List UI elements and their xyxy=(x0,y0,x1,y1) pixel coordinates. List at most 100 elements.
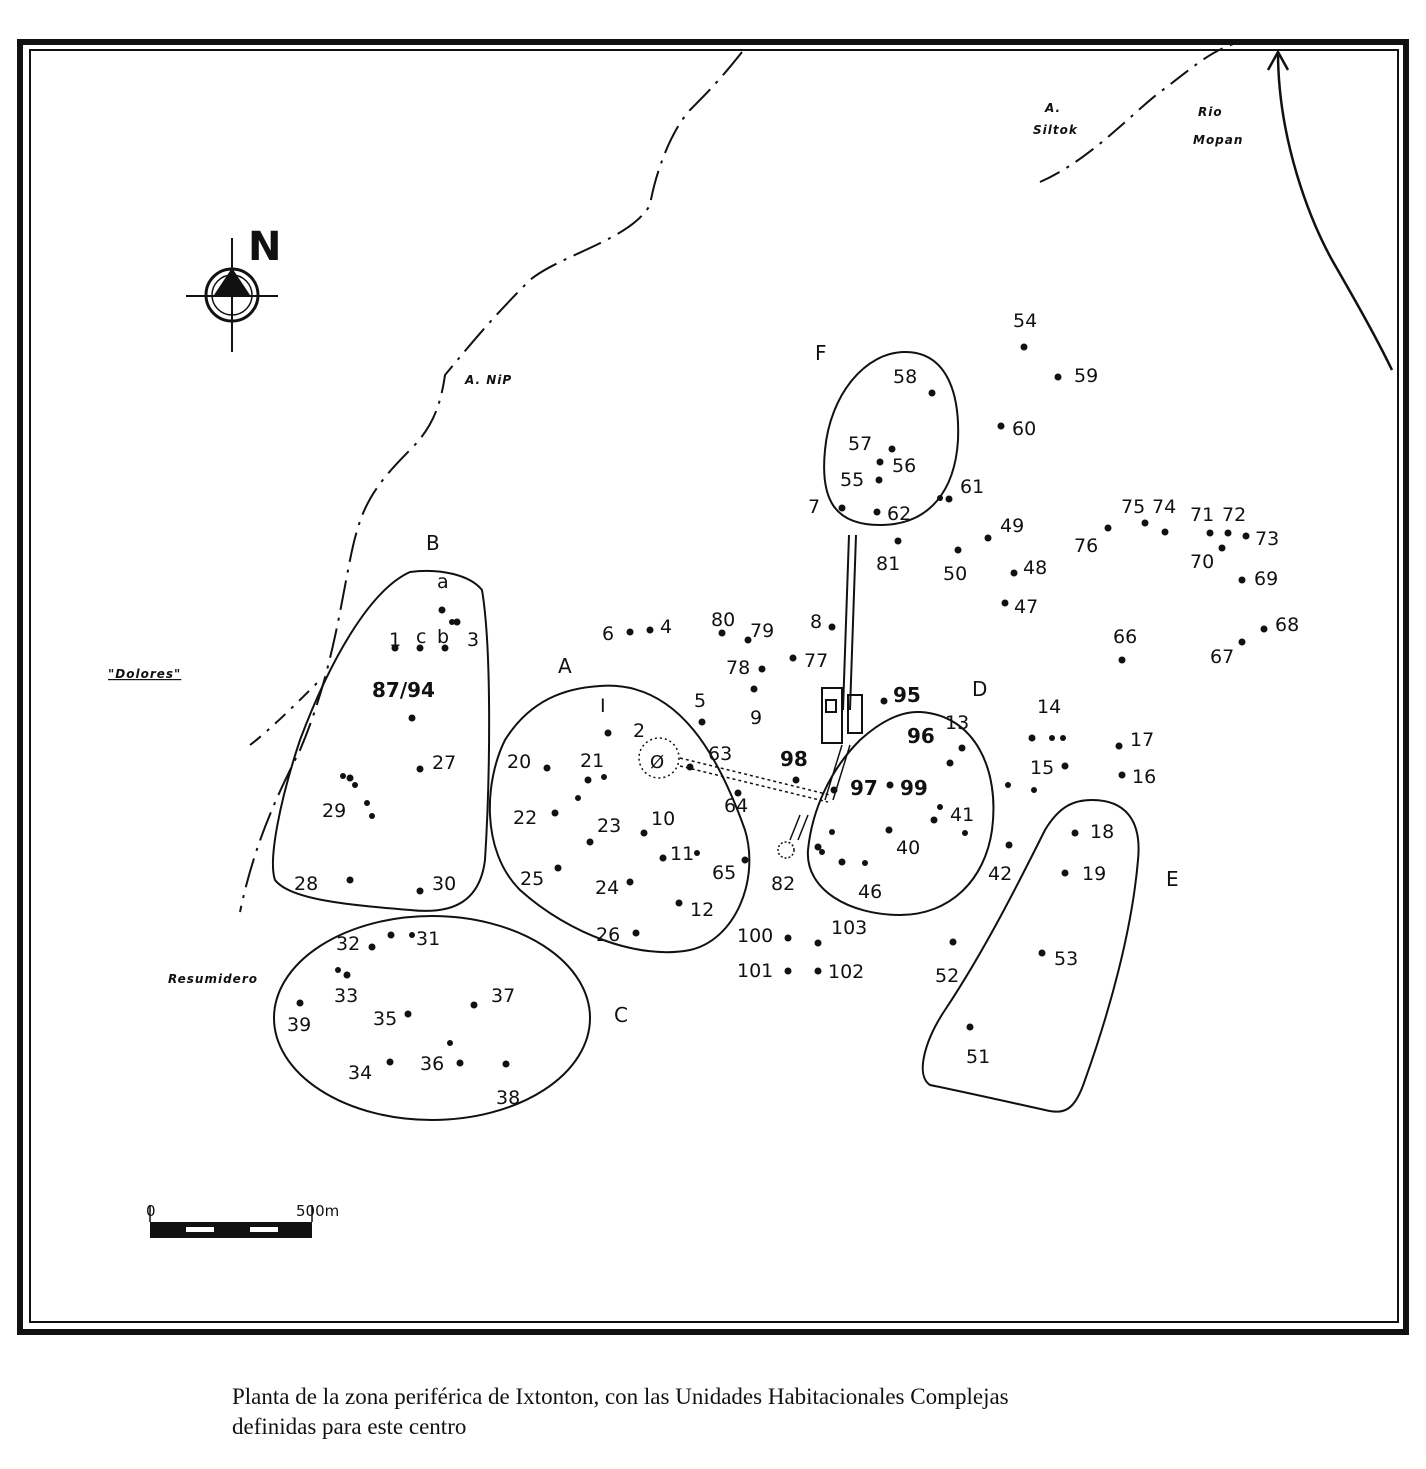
structure-dot xyxy=(601,774,607,780)
site-label-c: c xyxy=(416,626,426,648)
structure-dot xyxy=(937,495,943,501)
site-label-25: 25 xyxy=(520,868,544,890)
structure-dot xyxy=(862,860,868,866)
river-mopan-arrow xyxy=(1266,49,1290,71)
site-marker-22 xyxy=(551,809,559,817)
site-label-b: b xyxy=(437,626,449,648)
site-marker-b xyxy=(416,644,424,652)
caption-line-2: definidas para este centro xyxy=(232,1414,467,1439)
site-label-79: 79 xyxy=(750,620,774,642)
site-marker-59 xyxy=(1054,373,1062,381)
site-label-47: 47 xyxy=(1014,596,1038,618)
site-marker-58 xyxy=(928,389,936,397)
site-label-80: 80 xyxy=(711,609,735,631)
structure-dot xyxy=(829,829,835,835)
label-a-siltok-2: Siltok xyxy=(1033,123,1078,137)
site-marker-5 xyxy=(698,718,706,726)
site-marker-7 xyxy=(838,504,846,512)
site-label-50: 50 xyxy=(943,563,967,585)
zone-letter-f: F xyxy=(815,341,827,365)
site-label-87-94: 87/94 xyxy=(372,678,435,702)
site-marker-30 xyxy=(416,887,424,895)
site-marker-73 xyxy=(1242,532,1250,540)
site-marker-67 xyxy=(1238,638,1246,646)
site-label-55: 55 xyxy=(840,469,864,491)
site-label-100: 100 xyxy=(737,925,773,947)
site-label-97: 97 xyxy=(850,776,878,800)
site-label-75: 75 xyxy=(1121,496,1145,518)
sacbe-north xyxy=(842,534,857,711)
site-marker-55 xyxy=(875,476,883,484)
structure-label-west: Ø xyxy=(650,752,664,773)
site-marker-41 xyxy=(930,816,938,824)
site-marker-74 xyxy=(1161,528,1169,536)
site-marker-62 xyxy=(873,508,881,516)
site-marker-12 xyxy=(675,899,683,907)
structure-dot xyxy=(447,1040,453,1046)
structure-dot xyxy=(364,800,370,806)
site-label-42: 42 xyxy=(988,863,1012,885)
site-marker-98 xyxy=(792,776,800,784)
label-a-siltok-1: A. xyxy=(1044,101,1061,115)
site-label-52: 52 xyxy=(935,965,959,987)
site-marker-1 xyxy=(391,644,399,652)
site-label-14: 14 xyxy=(1037,696,1061,718)
structure-dot xyxy=(369,813,375,819)
site-label-2: 2 xyxy=(633,720,645,742)
structure-dot xyxy=(819,849,825,855)
site-marker-35 xyxy=(404,1010,412,1018)
site-marker-c xyxy=(441,644,449,652)
site-marker-61 xyxy=(945,495,953,503)
structure-dot xyxy=(449,619,455,625)
site-marker-32 xyxy=(368,943,376,951)
site-label-36: 36 xyxy=(420,1053,444,1075)
site-label-82: 82 xyxy=(771,873,795,895)
site-label-64: 64 xyxy=(724,795,748,817)
site-label-34: 34 xyxy=(348,1062,372,1084)
north-label: N xyxy=(248,224,281,270)
site-marker-a xyxy=(438,606,446,614)
site-marker-53 xyxy=(1038,949,1046,957)
site-label-10: 10 xyxy=(651,808,675,830)
site-marker-64 xyxy=(734,789,742,797)
site-marker-37 xyxy=(470,1001,478,1009)
site-label-53: 53 xyxy=(1054,948,1078,970)
stream-a-nip xyxy=(239,51,743,913)
site-label-29: 29 xyxy=(322,800,346,822)
site-marker-8 xyxy=(828,623,836,631)
structure-dot xyxy=(1005,782,1011,788)
site-label-77: 77 xyxy=(804,650,828,672)
site-marker-60 xyxy=(997,422,1005,430)
stream-dolores-branch xyxy=(249,679,321,746)
site-label-6: 6 xyxy=(602,623,614,645)
label-dolores: "Dolores" xyxy=(108,667,181,681)
site-marker-31 xyxy=(387,931,395,939)
structure-dot xyxy=(347,877,353,883)
site-marker-9 xyxy=(750,685,758,693)
site-marker-71 xyxy=(1206,529,1214,537)
site-label-103: 103 xyxy=(831,917,867,939)
site-marker-69 xyxy=(1238,576,1246,584)
site-marker-96 xyxy=(958,744,966,752)
structure-dot xyxy=(575,795,581,801)
site-marker-80 xyxy=(718,629,726,637)
site-label-60: 60 xyxy=(1012,418,1036,440)
site-map: N 0 500m Ø A. NiP A. Siltok R xyxy=(17,39,1409,1335)
site-label-76: 76 xyxy=(1074,535,1098,557)
circular-structure-south xyxy=(777,841,795,859)
site-marker-36 xyxy=(456,1059,464,1067)
site-label-28: 28 xyxy=(294,873,318,895)
site-label-23: 23 xyxy=(597,815,621,837)
site-label-81: 81 xyxy=(876,553,900,575)
site-marker-10 xyxy=(640,829,648,837)
site-marker-77 xyxy=(789,654,797,662)
label-a-nip: A. NiP xyxy=(464,373,512,387)
label-resumidero: Resumidero xyxy=(168,972,258,986)
site-marker-54 xyxy=(1020,343,1028,351)
site-label-67: 67 xyxy=(1210,646,1234,668)
site-marker-50 xyxy=(954,546,962,554)
site-label-9: 9 xyxy=(750,707,762,729)
site-label-49: 49 xyxy=(1000,515,1024,537)
site-label-24: 24 xyxy=(595,877,619,899)
central-plaza xyxy=(821,687,863,744)
